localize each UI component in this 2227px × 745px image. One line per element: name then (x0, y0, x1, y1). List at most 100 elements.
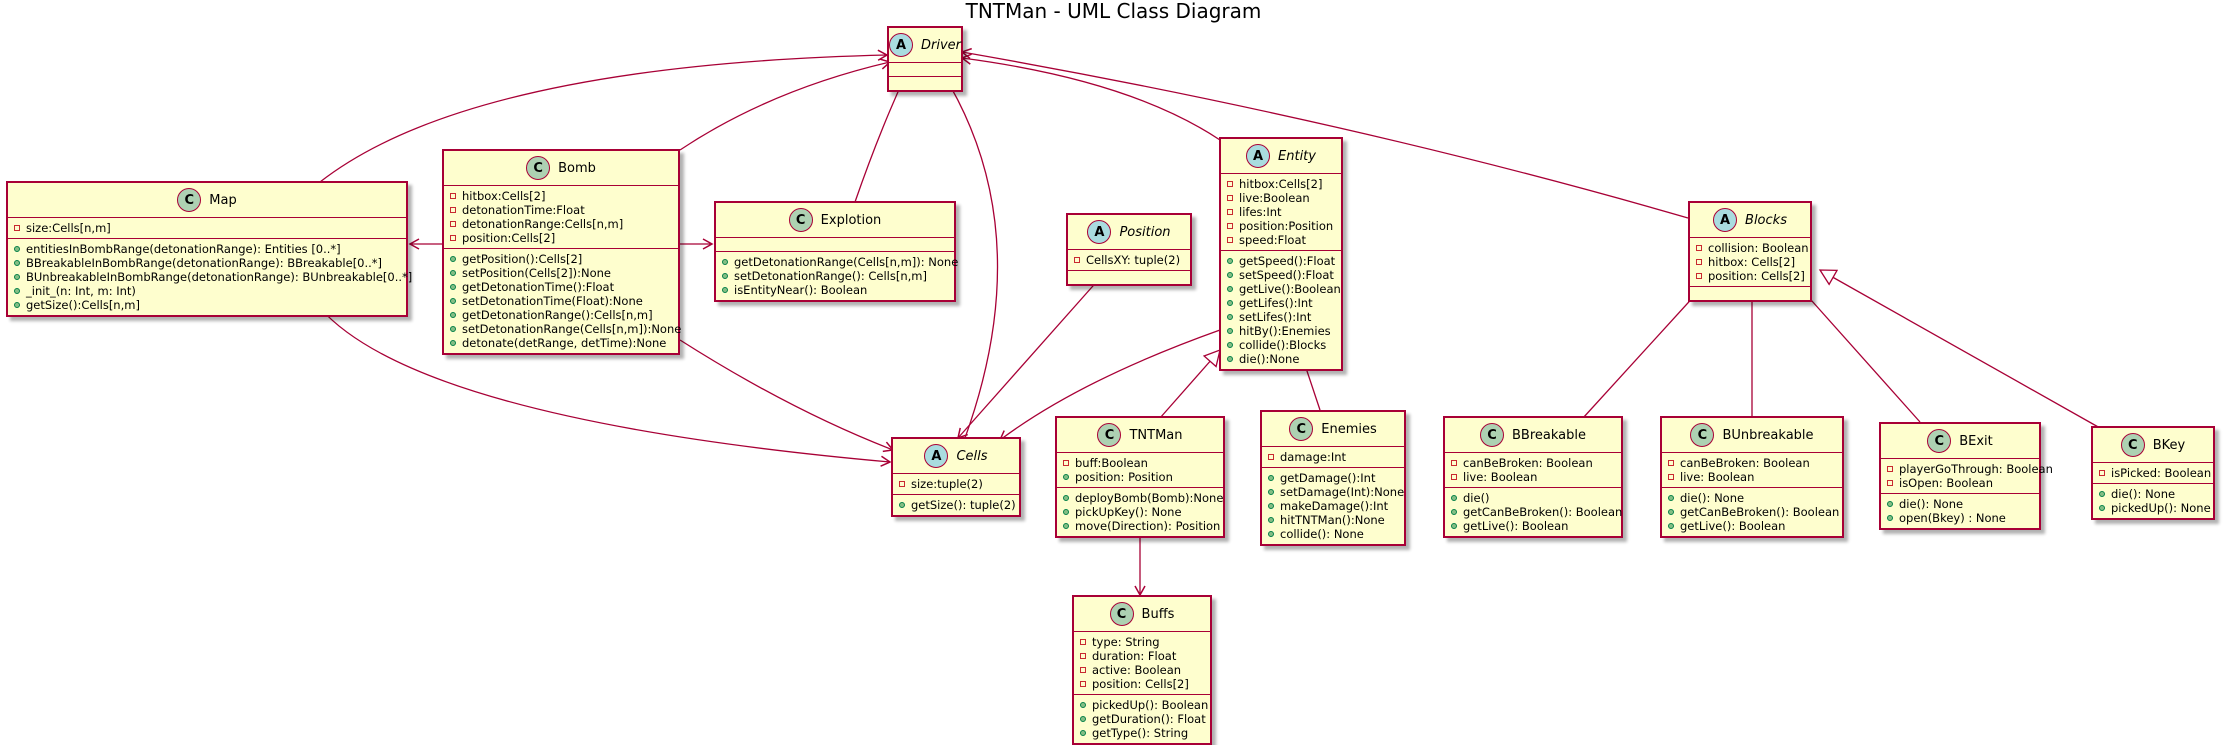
field-row: position: Position (1063, 470, 1217, 484)
public-visibility-icon (450, 326, 456, 332)
method-text: die():None (1239, 352, 1300, 366)
edge-entity-cells (998, 329, 1221, 441)
method-row: deployBomb(Bomb):None (1063, 491, 1223, 505)
private-visibility-icon (1080, 653, 1086, 659)
public-visibility-icon (1227, 328, 1233, 334)
field-row: position:Cells[2] (450, 231, 672, 245)
method-text: getLive():Boolean (1239, 282, 1341, 296)
public-visibility-icon (450, 284, 456, 290)
public-visibility-icon (1063, 474, 1069, 480)
method-text: getLive(): Boolean (1463, 519, 1569, 533)
method-text: die() (1463, 491, 1490, 505)
fields-section: size:tuple(2) (893, 473, 1019, 494)
method-row: hitBy():Enemies (1227, 324, 1335, 338)
field-row: speed:Float (1227, 233, 1335, 247)
field-text: active: Boolean (1092, 663, 1182, 677)
method-text: setSpeed():Float (1239, 268, 1334, 282)
private-visibility-icon (1227, 223, 1233, 229)
field-text: collision: Boolean (1708, 241, 1809, 255)
public-visibility-icon (899, 502, 905, 508)
method-text: collide():Blocks (1239, 338, 1327, 352)
method-text: die(): None (1899, 497, 1964, 511)
field-text: live: Boolean (1680, 470, 1755, 484)
field-text: canBeBroken: Boolean (1680, 456, 1810, 470)
field-row: isPicked: Boolean (2099, 466, 2211, 480)
method-text: getSpeed():Float (1239, 254, 1336, 268)
method-row: setLifes():Int (1227, 310, 1335, 324)
field-text: duration: Float (1092, 649, 1177, 663)
method-text: hitBy():Enemies (1239, 324, 1331, 338)
private-visibility-icon (1080, 639, 1086, 645)
class-name: Map (209, 192, 237, 208)
public-visibility-icon (1668, 523, 1674, 529)
edge-bomb-cells (679, 339, 895, 453)
private-visibility-icon (1451, 460, 1457, 466)
private-visibility-icon (1227, 237, 1233, 243)
private-visibility-icon (1887, 466, 1893, 472)
public-visibility-icon (2099, 491, 2105, 497)
public-visibility-icon (1227, 258, 1233, 264)
method-row: getDuration(): Float (1080, 712, 1206, 726)
fields-section (716, 237, 954, 251)
class-name: Entity (1278, 148, 1316, 164)
method-row: setDetonationRange(Cells[n,m]):None (450, 322, 681, 336)
methods-section (1690, 286, 1810, 300)
class-name: BUnbreakable (1722, 427, 1814, 443)
method-row: BUnbreakableInBombRange(detonationRange)… (14, 270, 412, 284)
class-icon: C (1097, 423, 1122, 447)
edge-bomb-driver (679, 58, 892, 151)
public-visibility-icon (1080, 730, 1086, 736)
method-text: getDuration(): Float (1092, 712, 1206, 726)
private-visibility-icon (1696, 273, 1702, 279)
public-visibility-icon (14, 246, 20, 252)
method-text: setDamage(Int):None (1280, 485, 1405, 499)
method-text: die(): None (1680, 491, 1745, 505)
class-header: C BUnbreakable (1662, 418, 1842, 452)
class-icon: C (1690, 423, 1715, 447)
field-text: isPicked: Boolean (2111, 466, 2212, 480)
private-visibility-icon (2099, 470, 2105, 476)
methods-section: entitiesInBombRange(detonationRange): En… (8, 238, 412, 315)
private-visibility-icon (1668, 474, 1674, 480)
field-row: position: Cells[2] (1696, 269, 1805, 283)
class-icon: C (788, 208, 813, 232)
method-row: die(): None (1887, 497, 2033, 511)
class-name: Cells (956, 448, 988, 464)
field-row: CellsXY: tuple(2) (1074, 253, 1184, 267)
private-visibility-icon (1451, 474, 1457, 480)
private-visibility-icon (1887, 480, 1893, 486)
method-text: BUnbreakableInBombRange(detonationRange)… (26, 270, 413, 284)
method-text: makeDamage():Int (1280, 499, 1389, 513)
field-row: hitbox: Cells[2] (1696, 255, 1804, 269)
public-visibility-icon (14, 302, 20, 308)
edge-map-cells (319, 307, 892, 467)
public-visibility-icon (1227, 342, 1233, 348)
public-visibility-icon (1887, 515, 1893, 521)
method-text: getDamage():Int (1280, 471, 1376, 485)
